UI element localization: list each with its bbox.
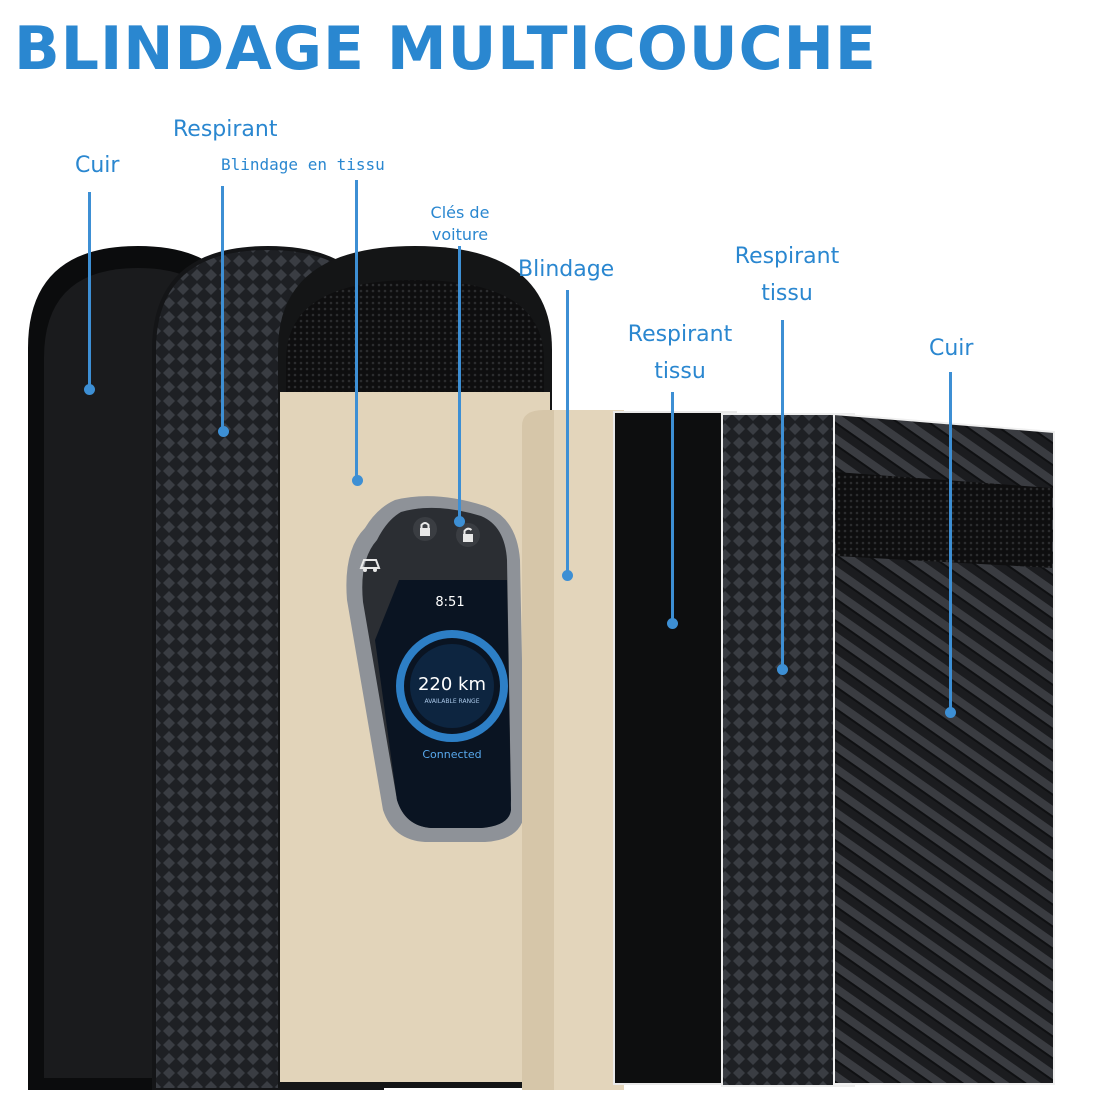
breathable-mesh-layer-inner bbox=[721, 413, 855, 1087]
dot-blindage bbox=[562, 570, 573, 581]
leader-blindage bbox=[566, 290, 569, 576]
breathable-fabric-layer-inner bbox=[613, 411, 737, 1085]
label-cles-de-voiture: Clés de voiture bbox=[420, 202, 500, 246]
label-cuir-inner: Cuir bbox=[929, 336, 974, 361]
carbon-leather-layer bbox=[833, 412, 1055, 1085]
leader-cuir-outer bbox=[88, 192, 91, 390]
leader-respirant-tissu-inner bbox=[671, 392, 674, 624]
fob-status: Connected bbox=[422, 748, 482, 761]
label-respirant-tissu-mesh-line2: tissu bbox=[761, 281, 813, 306]
fob-clock: 8:51 bbox=[435, 595, 465, 610]
label-blindage-tissu: Blindage en tissu bbox=[221, 155, 385, 174]
fob-range-caption: AVAILABLE RANGE bbox=[424, 698, 480, 705]
dot-respirant-outer bbox=[218, 426, 229, 437]
label-cuir-outer: Cuir bbox=[75, 153, 120, 178]
dot-cuir-outer bbox=[84, 384, 95, 395]
label-respirant-tissu-inner: Respirant tissu bbox=[620, 316, 740, 390]
dot-respirant-tissu-inner bbox=[667, 618, 678, 629]
page-title: BLINDAGE MULTICOUCHE bbox=[14, 14, 877, 84]
unlock-icon bbox=[456, 523, 480, 547]
leader-cuir-inner bbox=[949, 372, 952, 712]
fob-range-value: 220 km bbox=[417, 674, 487, 695]
car-key-fob bbox=[346, 496, 525, 842]
label-respirant-tissu-inner-line2: tissu bbox=[654, 359, 706, 384]
label-respirant-tissu-mesh: Respirant tissu bbox=[725, 238, 849, 312]
label-cles-line2: voiture bbox=[431, 225, 489, 244]
car-trunk-icon bbox=[359, 559, 381, 572]
dot-cles bbox=[454, 516, 465, 527]
dot-cuir-inner bbox=[945, 707, 956, 718]
leader-blindage-tissu bbox=[355, 180, 358, 480]
leader-respirant-tissu-mesh bbox=[781, 320, 784, 670]
label-cles-line1: Clés de bbox=[430, 203, 490, 222]
label-respirant-tissu-inner-line1: Respirant bbox=[627, 322, 733, 347]
leader-cles bbox=[458, 246, 461, 522]
label-respirant-tissu-mesh-line1: Respirant bbox=[734, 244, 840, 269]
leader-respirant-outer bbox=[221, 186, 224, 432]
dot-blindage-tissu bbox=[352, 475, 363, 486]
lock-icon bbox=[413, 517, 437, 541]
label-blindage: Blindage bbox=[518, 257, 615, 282]
dot-respirant-tissu-mesh bbox=[777, 664, 788, 675]
shielding-fabric-panel bbox=[522, 410, 624, 1090]
label-respirant-outer: Respirant bbox=[173, 117, 278, 142]
